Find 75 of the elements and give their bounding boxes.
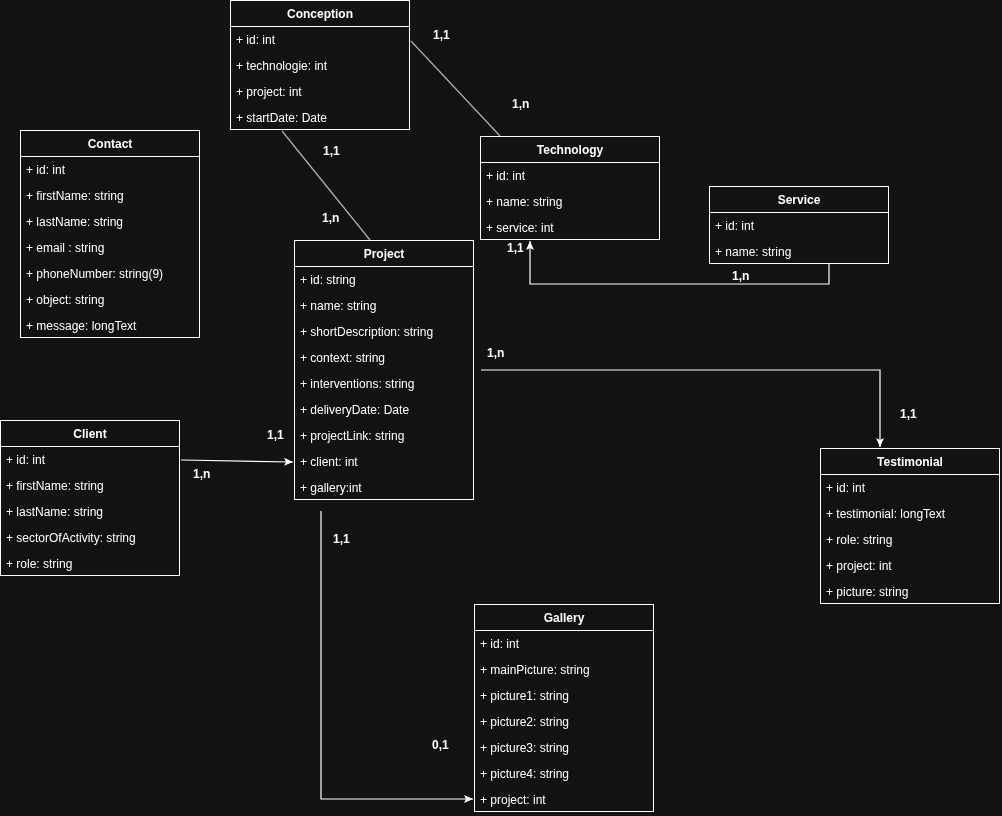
- attribute-text: + projectLink: string: [300, 428, 405, 445]
- connector-arrow: [526, 240, 830, 285]
- connector-arrow: [180, 457, 294, 466]
- attribute-text: + lastName: string: [26, 214, 124, 231]
- class-name: Technology: [536, 141, 604, 159]
- attribute-text: + role: string: [826, 532, 893, 549]
- attribute-text: + id: string: [300, 272, 356, 289]
- attribute-text: + testimonial: longText: [826, 506, 946, 523]
- attribute-text: + id: int: [236, 32, 276, 49]
- attribute-text: + id: int: [26, 162, 66, 179]
- attribute-text: + picture2: string: [480, 714, 570, 731]
- connector-arrow: [480, 369, 884, 448]
- attribute-text: + technologie: int: [236, 58, 328, 75]
- cardinality-label: 1,1: [333, 532, 350, 546]
- attribute-text: + mainPicture: string: [480, 662, 590, 679]
- class-name: Project: [363, 245, 405, 263]
- class-box: [294, 240, 474, 500]
- class-name: Conception: [287, 5, 353, 23]
- cardinality-label: 1,n: [322, 211, 340, 225]
- attribute-text: + picture3: string: [480, 740, 570, 757]
- connector-line: [281, 130, 371, 241]
- attribute-text: + id: int: [480, 636, 520, 653]
- connector-line: [410, 40, 501, 137]
- class-box: [820, 448, 1000, 604]
- attribute-text: + name: string: [715, 244, 792, 261]
- class-name: Contact: [87, 135, 133, 153]
- cardinality-label: 1,n: [193, 467, 211, 481]
- class-box: [0, 420, 180, 576]
- attribute-text: + shortDescription: string: [300, 324, 434, 341]
- attribute-text: + object: string: [26, 292, 105, 309]
- cardinality-label: 1,1: [507, 241, 524, 255]
- attribute-text: + project: int: [236, 84, 302, 101]
- attribute-text: + id: int: [486, 168, 526, 185]
- attribute-text: + deliveryDate: Date: [300, 402, 410, 419]
- attribute-text: + id: int: [826, 480, 866, 497]
- attribute-text: + context: string: [300, 350, 386, 367]
- attribute-text: + client: int: [300, 454, 358, 471]
- class-box: [709, 186, 889, 264]
- attribute-text: + phoneNumber: string(9): [26, 266, 164, 283]
- attribute-text: + project: int: [826, 558, 892, 575]
- attribute-text: + role: string: [6, 556, 73, 573]
- attribute-text: + lastName: string: [6, 504, 104, 521]
- cardinality-label: 1,n: [512, 97, 530, 111]
- class-name: Service: [777, 191, 821, 209]
- cardinality-label: 1,n: [487, 346, 505, 360]
- cardinality-label: 0,1: [432, 738, 449, 752]
- class-box: [480, 136, 660, 240]
- attribute-text: + picture1: string: [480, 688, 570, 705]
- attribute-text: + project: int: [480, 792, 546, 809]
- attribute-text: + message: longText: [26, 318, 137, 335]
- cardinality-label: 1,n: [732, 269, 750, 283]
- class-name: Client: [73, 425, 107, 443]
- attribute-text: + picture4: string: [480, 766, 570, 783]
- attribute-text: + picture: string: [826, 584, 909, 601]
- attribute-text: + name: string: [300, 298, 377, 315]
- attribute-text: + startDate: Date: [236, 110, 328, 127]
- cardinality-label: 1,1: [323, 144, 340, 158]
- attribute-text: + sectorOfActivity: string: [6, 530, 136, 547]
- attribute-text: + gallery:int: [300, 480, 362, 497]
- attribute-text: + firstName: string: [6, 478, 104, 495]
- cardinality-label: 1,1: [433, 28, 450, 42]
- attribute-text: + interventions: string: [300, 376, 415, 393]
- attribute-text: + service: int: [486, 220, 554, 237]
- class-box: [230, 0, 410, 130]
- cardinality-label: 1,1: [900, 407, 917, 421]
- attribute-text: + id: int: [6, 452, 46, 469]
- attribute-text: + firstName: string: [26, 188, 124, 205]
- class-name: Gallery: [543, 609, 585, 627]
- attribute-text: + id: int: [715, 218, 755, 235]
- class-box: [474, 604, 654, 812]
- class-name: Testimonial: [877, 453, 943, 471]
- attribute-text: + name: string: [486, 194, 563, 211]
- attribute-text: + email : string: [26, 240, 105, 257]
- class-box: [20, 130, 200, 338]
- connector-arrow: [320, 510, 474, 803]
